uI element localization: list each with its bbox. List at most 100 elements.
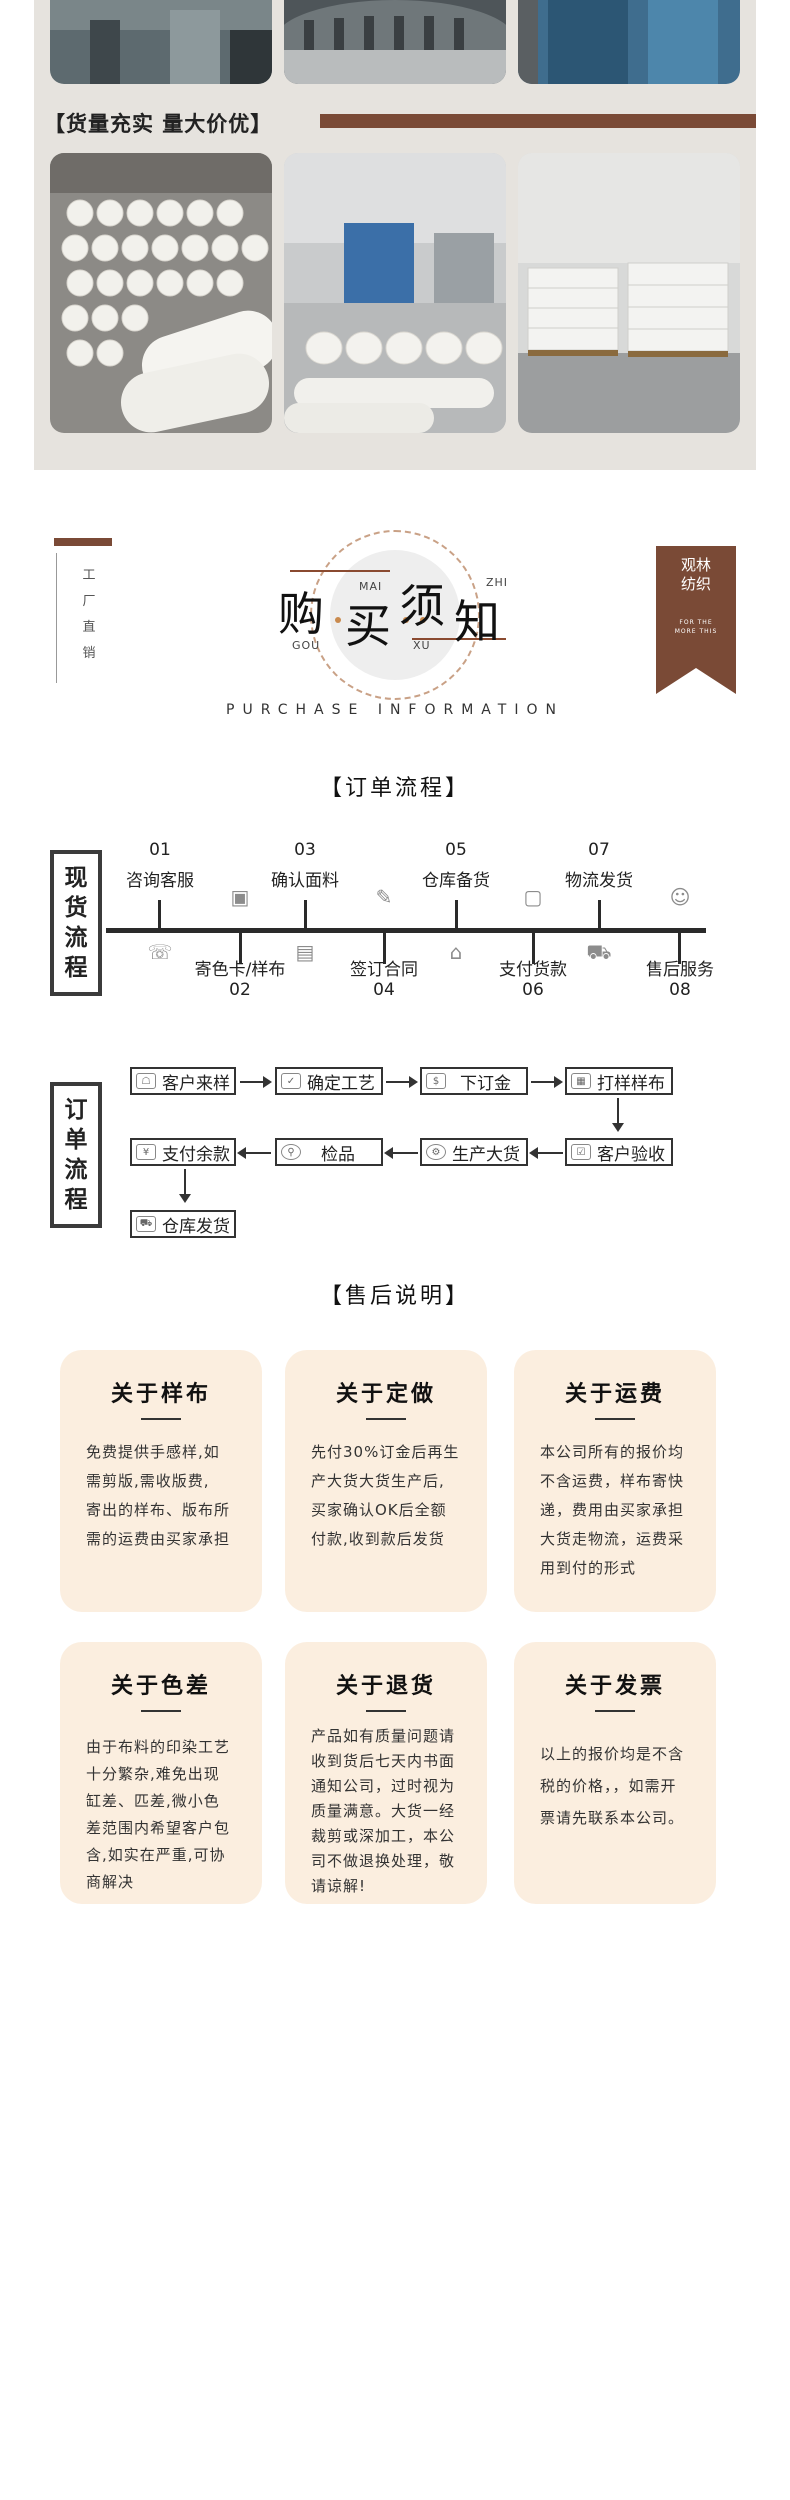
card-shipping-fee: 关于运费 本公司所有的报价均 不含运费，样布寄快 递，费用由买家承担 大货走物流… [514, 1350, 716, 1612]
step-03-number: 03 [294, 840, 316, 860]
title-char-xu: 须 [399, 579, 445, 633]
flow-arrow [240, 1076, 272, 1088]
card-divider [366, 1418, 406, 1420]
tick-04 [383, 932, 386, 964]
order-flow-label: 订 单 流 程 [50, 1082, 102, 1228]
card-body: 免费提供手感样,如 需剪版,需收版费, 寄出的样布、版布所 需的运费由买家承担 [86, 1443, 231, 1548]
pinyin-xu: XU [413, 639, 431, 652]
title-dot-3 [420, 617, 426, 623]
title-char-zhi: 知 [454, 595, 500, 649]
smile-icon: ☺ [669, 885, 691, 909]
factory-photo-3 [518, 0, 740, 84]
product-gallery: 【货量充实 量大价优】 [34, 0, 756, 470]
tick-01 [158, 900, 161, 932]
flow-arrow [386, 1076, 418, 1088]
title-dot-1 [335, 617, 341, 623]
card-divider [595, 1710, 635, 1712]
step-08-number: 08 [669, 980, 691, 1000]
stock-flow-timeline [106, 928, 706, 933]
stock-flow-label: 现 货 流 程 [50, 850, 102, 996]
yen-icon: ¥ [136, 1144, 156, 1160]
tick-05 [455, 900, 458, 932]
fabric-rolls-photo-1 [50, 153, 272, 433]
pinyin-gou: GOU [292, 639, 321, 652]
card-body: 产品如有质量问题请 收到货后七天内书面 通知公司，过时视为 质量满意。大货一经 … [311, 1727, 456, 1895]
title-dot-2 [403, 617, 409, 623]
step-07-number: 07 [588, 840, 610, 860]
gear-icon: ⚙ [426, 1144, 446, 1160]
card-color-difference: 关于色差 由于布料的印染工艺 十分繁杂,难免出现 缸差、匹差,微小色 差范围内希… [60, 1642, 262, 1904]
fabric-rolls-photo-2 [284, 153, 506, 433]
order-process-title: 【订单流程】 [319, 776, 470, 801]
order-step-deposit: $下订金 [420, 1067, 528, 1095]
card-title: 关于退货 [335, 1674, 436, 1699]
warehouse-photo [518, 153, 740, 433]
flow-arrow [384, 1147, 418, 1159]
card-divider [141, 1710, 181, 1712]
step-07-label: 物流发货 [565, 871, 633, 891]
flow-arrow [237, 1147, 271, 1159]
delivery-truck-icon: ⛟ [136, 1216, 156, 1232]
card-title: 关于样布 [110, 1382, 211, 1407]
headline-bar [320, 114, 756, 128]
step-03-label: 确认面料 [271, 871, 339, 891]
order-step-mass-production: ⚙生产大货 [420, 1138, 528, 1166]
card-body: 以上的报价均是不含 税的价格，，如需开 票请先联系本公司。 [540, 1745, 685, 1827]
card-divider [595, 1418, 635, 1420]
handshake-icon: ✓ [281, 1073, 301, 1089]
checklist-icon: ☑ [571, 1144, 591, 1160]
card-returns: 关于退货 产品如有质量问题请 收到货后七天内书面 通知公司，过时视为 质量满意。… [285, 1642, 487, 1904]
card-body: 由于布料的印染工艺 十分繁杂,难免出现 缸差、匹差,微小色 差范围内希望客户包 … [86, 1738, 231, 1891]
step-02-number: 02 [229, 980, 251, 1000]
order-step-pay-balance: ¥支付余款 [130, 1138, 236, 1166]
card-custom-order: 关于定做 先付30%订金后再生 产大货大货生产后, 买家确认OK后全额 付款,收… [285, 1350, 487, 1612]
title-char-gou: 购 [278, 587, 324, 641]
flow-arrow [531, 1076, 563, 1088]
after-sales-title: 【售后说明】 [319, 1284, 470, 1309]
card-invoice: 关于发票 以上的报价均是不含 税的价格，，如需开 票请先联系本公司。 [514, 1642, 716, 1904]
factory-photo-1 [50, 0, 272, 84]
card-body: 本公司所有的报价均 不含运费，样布寄快 递，费用由买家承担 大货走物流，运费采 … [540, 1443, 685, 1577]
step-02-label: 寄色卡/样布 [194, 960, 286, 980]
step-04-number: 04 [373, 980, 395, 1000]
warehouse-icon: ⌂ [449, 940, 463, 964]
step-05-label: 仓库备货 [422, 871, 490, 891]
step-01-label: 咨询客服 [126, 871, 194, 891]
flow-arrow [529, 1147, 563, 1159]
title-arrow-bottom [412, 638, 506, 640]
title-char-mai: 买 [345, 599, 391, 653]
stock-headline: 【货量充实 量大价优】 [44, 112, 273, 136]
order-step-warehouse-shipping: ⛟仓库发货 [130, 1210, 236, 1238]
card-title: 关于定做 [335, 1382, 436, 1407]
order-step-inspection: ⚲检品 [275, 1138, 383, 1166]
step-06-number: 06 [522, 980, 544, 1000]
tick-08 [678, 932, 681, 964]
brand-slogan: FOR THE MORE THIS [674, 619, 718, 635]
money-bag-icon: $ [426, 1073, 446, 1089]
order-step-confirm-process: ✓确定工艺 [275, 1067, 383, 1095]
brand-ribbon-badge [656, 546, 736, 694]
card-title: 关于色差 [110, 1674, 211, 1699]
sample-icon: ☖ [136, 1073, 156, 1089]
order-step-customer-acceptance: ☑客户验收 [565, 1138, 673, 1166]
purchase-info-subtitle: PURCHASE INFORMATION [226, 702, 564, 718]
card-sample-fabric: 关于样布 免费提供手感样,如 需剪版,需收版费, 寄出的样布、版布所 需的运费由… [60, 1350, 262, 1612]
pinyin-mai: MAI [359, 580, 383, 593]
step-04-label: 签订合同 [350, 960, 418, 980]
truck-icon: ⛟ [586, 940, 612, 964]
card-divider [141, 1418, 181, 1420]
magnifier-icon: ⚲ [281, 1144, 301, 1160]
header-accent-bar [54, 538, 112, 546]
title-dashed-circle [310, 530, 480, 700]
flow-arrow-down [612, 1098, 624, 1132]
step-06-label: 支付货款 [499, 960, 567, 980]
tick-06 [532, 932, 535, 964]
step-01-number: 01 [149, 840, 171, 860]
order-step-customer-sample: ☖客户来样 [130, 1067, 236, 1095]
pinyin-zhi: ZHI [486, 576, 509, 589]
chat-icon: ☏ [147, 940, 173, 964]
tick-03 [304, 900, 307, 932]
package-icon: ▣ [230, 885, 250, 909]
card-divider [366, 1710, 406, 1712]
card-title: 关于发票 [564, 1674, 665, 1699]
